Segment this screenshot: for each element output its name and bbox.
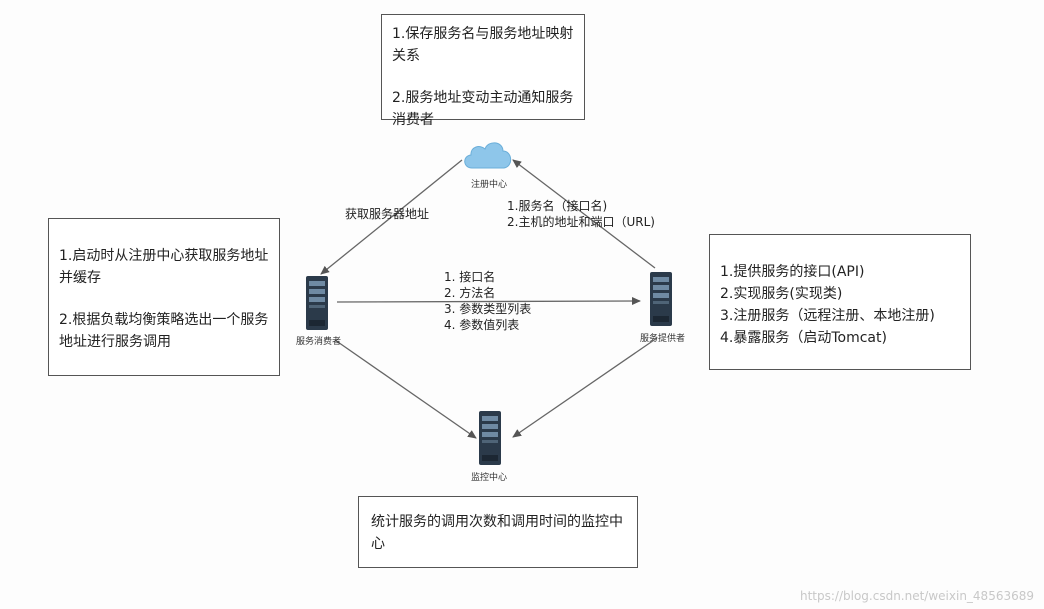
arrow-provider-to-registry (512, 159, 656, 269)
arrow-provider-to-monitor (512, 337, 658, 438)
registry-cloud-icon (464, 142, 512, 169)
edge-label-call-1: 1. 接口名 (444, 270, 496, 284)
registry-note-line-1: 1.保存服务名与服务地址映射关系 (392, 26, 574, 64)
registry-note-line-2: 2.服务地址变动主动通知服务消费者 (392, 90, 574, 128)
edge-label-consumer-registry: 获取服务器地址 (345, 207, 430, 221)
consumer-note-box: 1.启动时从注册中心获取服务地址并缓存 2.根据负载均衡策略选出一个服务地址进行… (48, 218, 280, 376)
edge-label-call-3: 3. 参数类型列表 (444, 302, 532, 316)
consumer-note-line-1: 1.启动时从注册中心获取服务地址并缓存 (59, 248, 269, 286)
monitor-note-line-1: 统计服务的调用次数和调用时间的监控中心 (371, 514, 623, 552)
arrow-consumer-to-monitor (334, 339, 477, 439)
consumer-server-icon (306, 276, 328, 330)
edge-label-provider-registry-2: 2.主机的地址和端口（URL) (507, 215, 655, 229)
provider-node-label: 服务提供者 (640, 334, 686, 344)
monitor-server-icon (479, 411, 501, 465)
watermark-url: https://blog.csdn.net/weixin_48563689 (799, 589, 1034, 603)
edge-label-call-4: 4. 参数值列表 (444, 318, 520, 332)
monitor-node-label: 监控中心 (471, 473, 508, 483)
registry-note-box: 1.保存服务名与服务地址映射关系 2.服务地址变动主动通知服务消费者 (381, 14, 585, 128)
arrow-registry-to-consumer (320, 159, 463, 275)
edge-label-provider-registry-1: 1.服务名（接口名) (507, 199, 608, 213)
provider-note-line-3: 3.注册服务（远程注册、本地注册) (720, 308, 935, 324)
provider-server-icon (650, 272, 672, 326)
arrow-consumer-to-provider (336, 297, 641, 306)
provider-note-line-1: 1.提供服务的接口(API) (720, 264, 865, 280)
registry-node-label: 注册中心 (471, 180, 508, 190)
provider-note-line-2: 2.实现服务(实现类) (720, 286, 843, 302)
consumer-note-line-2: 2.根据负载均衡策略选出一个服务地址进行服务调用 (59, 312, 269, 350)
monitor-note-box: 统计服务的调用次数和调用时间的监控中心 (358, 496, 638, 568)
provider-note-line-4: 4.暴露服务（启动Tomcat) (720, 330, 887, 346)
provider-note-box: 1.提供服务的接口(API) 2.实现服务(实现类) 3.注册服务（远程注册、本… (709, 234, 971, 370)
edge-label-call-2: 2. 方法名 (444, 286, 496, 300)
consumer-node-label: 服务消费者 (296, 337, 342, 347)
